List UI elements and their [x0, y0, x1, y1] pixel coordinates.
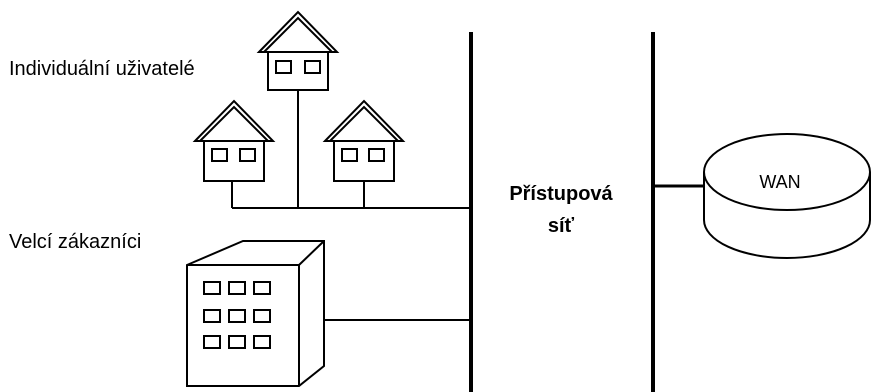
individual-users-label: Individuální uživatelé	[9, 58, 195, 80]
access-network-label-line2: síť	[547, 215, 575, 237]
access-network-label: Přístupová síť	[491, 178, 631, 242]
house-icon-right	[322, 99, 406, 182]
wan-cloud-disk-icon	[703, 133, 871, 259]
house-icon-left	[192, 99, 276, 182]
large-customers-label: Velcí zákazníci	[9, 231, 142, 253]
house-connections	[231, 90, 470, 209]
wan-label: WAN	[759, 172, 801, 192]
access-network-label-line1: Přístupová	[509, 183, 613, 205]
office-building-icon	[186, 240, 325, 387]
house-icon-top	[256, 10, 340, 91]
